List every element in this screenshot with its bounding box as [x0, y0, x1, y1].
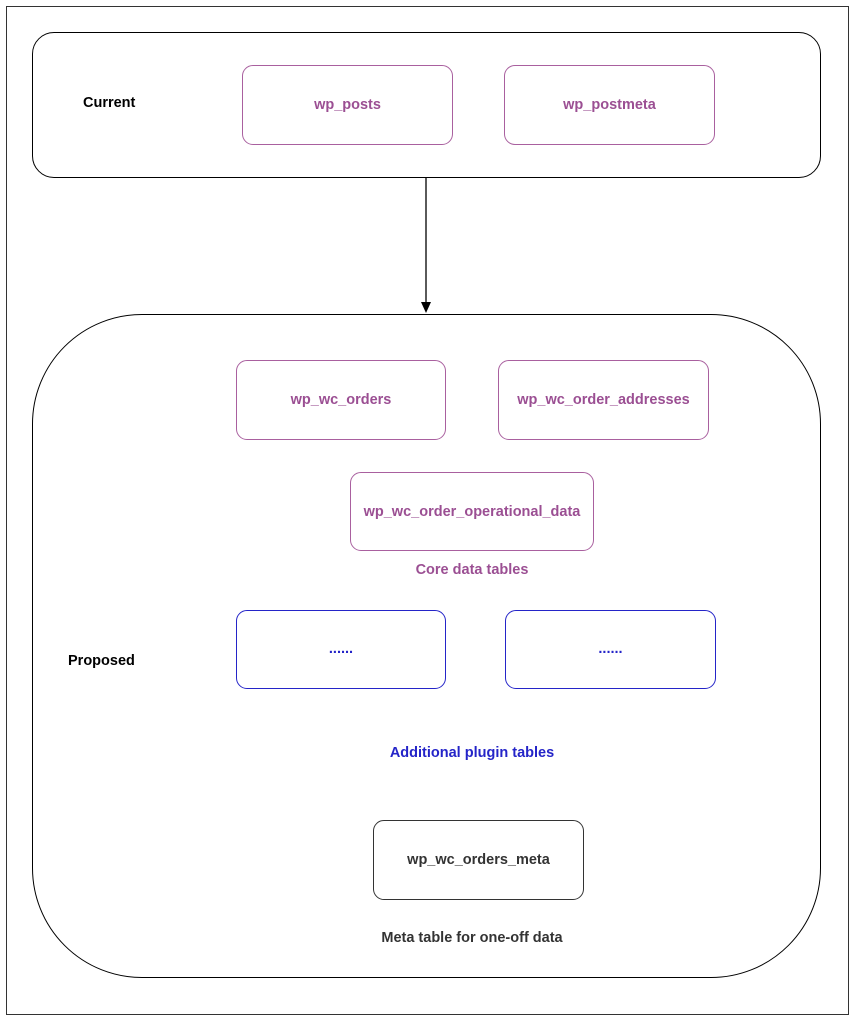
plugin-table-placeholder: ...... — [505, 610, 716, 689]
table-wp-postmeta: wp_postmeta — [504, 65, 715, 145]
table-wp-wc-order-addresses: wp_wc_order_addresses — [498, 360, 709, 440]
core-data-caption: Core data tables — [415, 562, 529, 578]
table-wp-posts: wp_posts — [242, 65, 453, 145]
table-wp-wc-orders: wp_wc_orders — [236, 360, 446, 440]
plugin-tables-caption: Additional plugin tables — [389, 745, 555, 761]
plugin-table-placeholder: ...... — [236, 610, 446, 689]
table-wp-wc-order-operational-data: wp_wc_order_operational_data — [350, 472, 594, 551]
table-wp-wc-orders-meta: wp_wc_orders_meta — [373, 820, 584, 900]
meta-table-caption: Meta table for one-off data — [381, 930, 563, 946]
proposed-label: Proposed — [68, 653, 135, 669]
diagram-frame — [6, 6, 849, 1015]
current-label: Current — [83, 95, 136, 111]
